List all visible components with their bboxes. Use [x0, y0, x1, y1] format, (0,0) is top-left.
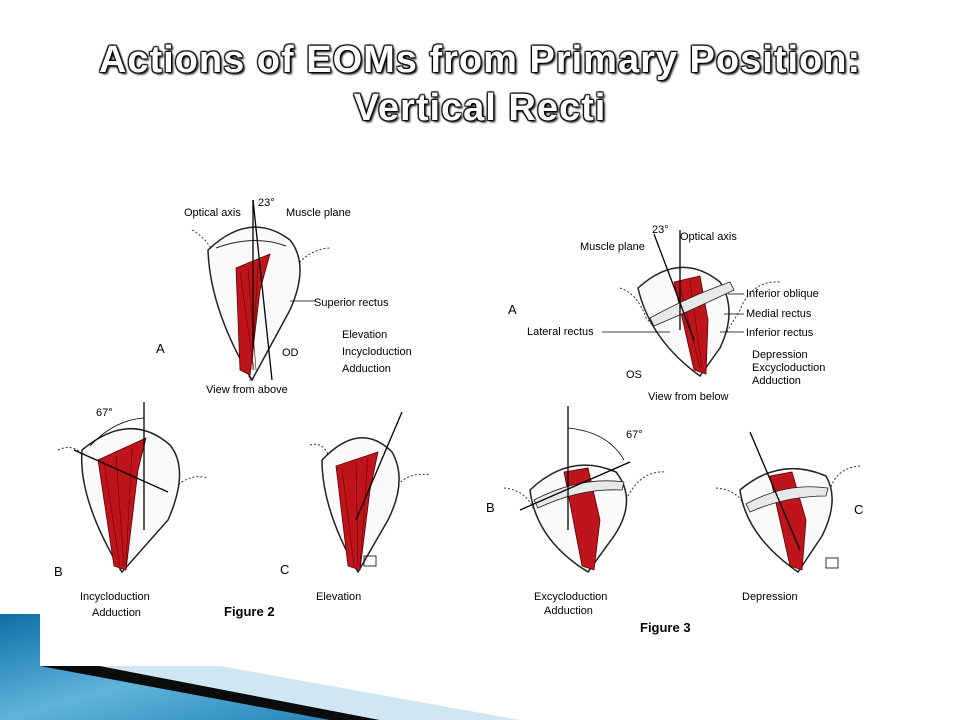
fig2a-action-2: Incycloduction [342, 346, 412, 358]
eom-figure: 23° Optical axis Muscle plane Superior r… [40, 170, 920, 640]
fig3-panel-a: 23° Optical axis Muscle plane Inferior o… [508, 224, 825, 403]
fig2a-view: View from above [206, 384, 288, 396]
fig2a-panel-letter: A [156, 341, 165, 356]
fig2c-panel-letter: C [280, 562, 289, 577]
fig3-panel-c: C Depression [715, 431, 863, 603]
fig3b-inferior-oblique [533, 480, 625, 509]
fig3c-panel-letter: C [854, 502, 863, 517]
fig3-caption: Figure 3 [640, 620, 691, 635]
fig2b-angle: 67° [96, 407, 113, 419]
fig2b-action-1: Incycloduction [80, 591, 150, 603]
fig2a-action-1: Elevation [342, 329, 387, 341]
fig2b-action-2: Adduction [92, 607, 141, 619]
fig2a-superior-rectus-label: Superior rectus [314, 297, 389, 309]
fig3a-eye: OS [626, 369, 642, 381]
fig2-panel-b: 67° B Incycloduction Adduction [54, 402, 209, 619]
fig3a-inferior-oblique [649, 281, 735, 327]
fig3b-panel-letter: B [486, 500, 495, 515]
fig2a-angle: 23° [258, 197, 275, 209]
fig2-panel-a: 23° Optical axis Muscle plane Superior r… [156, 197, 412, 396]
title-line-2: Vertical Recti [353, 87, 607, 129]
fig2a-eye: OD [282, 347, 299, 359]
fig3c-action: Depression [742, 591, 798, 603]
fig2-panel-c: C Elevation [280, 411, 431, 603]
fig3a-angle: 23° [652, 224, 669, 236]
fig3b-action-2: Adduction [544, 605, 593, 617]
fig3b-action-1: Excycloduction [534, 591, 607, 603]
corner-decoration [0, 614, 520, 720]
fig2-caption: Figure 2 [224, 604, 275, 619]
fig3b-angle: 67° [626, 429, 643, 441]
fig2c-action: Elevation [316, 591, 361, 603]
fig3a-medial-rectus-label: Medial rectus [746, 308, 812, 320]
fig3a-inferior-rectus-label: Inferior rectus [746, 327, 814, 339]
fig2b-superior-rectus [97, 437, 147, 571]
fig2b-panel-letter: B [54, 564, 63, 579]
fig2a-optical-axis: Optical axis [184, 207, 241, 219]
fig3c-inferior-oblique [745, 486, 829, 513]
fig3a-optical-axis: Optical axis [680, 231, 737, 243]
fig3a-action-3: Adduction [752, 375, 801, 387]
fig3a-action-2: Excycloduction [752, 362, 825, 374]
fig3a-lateral-rectus-label: Lateral rectus [527, 326, 594, 338]
fig2a-action-3: Adduction [342, 363, 391, 375]
fig3a-action-1: Depression [752, 349, 808, 361]
fig3a-inferior-oblique-label: Inferior oblique [746, 288, 819, 300]
title-line-1: Actions of EOMs from Primary Position: [98, 39, 862, 81]
fig2a-muscle-plane: Muscle plane [286, 207, 351, 219]
fig3a-muscle-plane: Muscle plane [580, 241, 645, 253]
slide-title: Actions of EOMs from Primary Position: V… [0, 36, 960, 132]
fig3a-view: View from below [648, 391, 729, 403]
fig3-panel-b: 67° B Excycloduction Adduction [486, 406, 667, 617]
fig3a-panel-letter: A [508, 302, 517, 317]
